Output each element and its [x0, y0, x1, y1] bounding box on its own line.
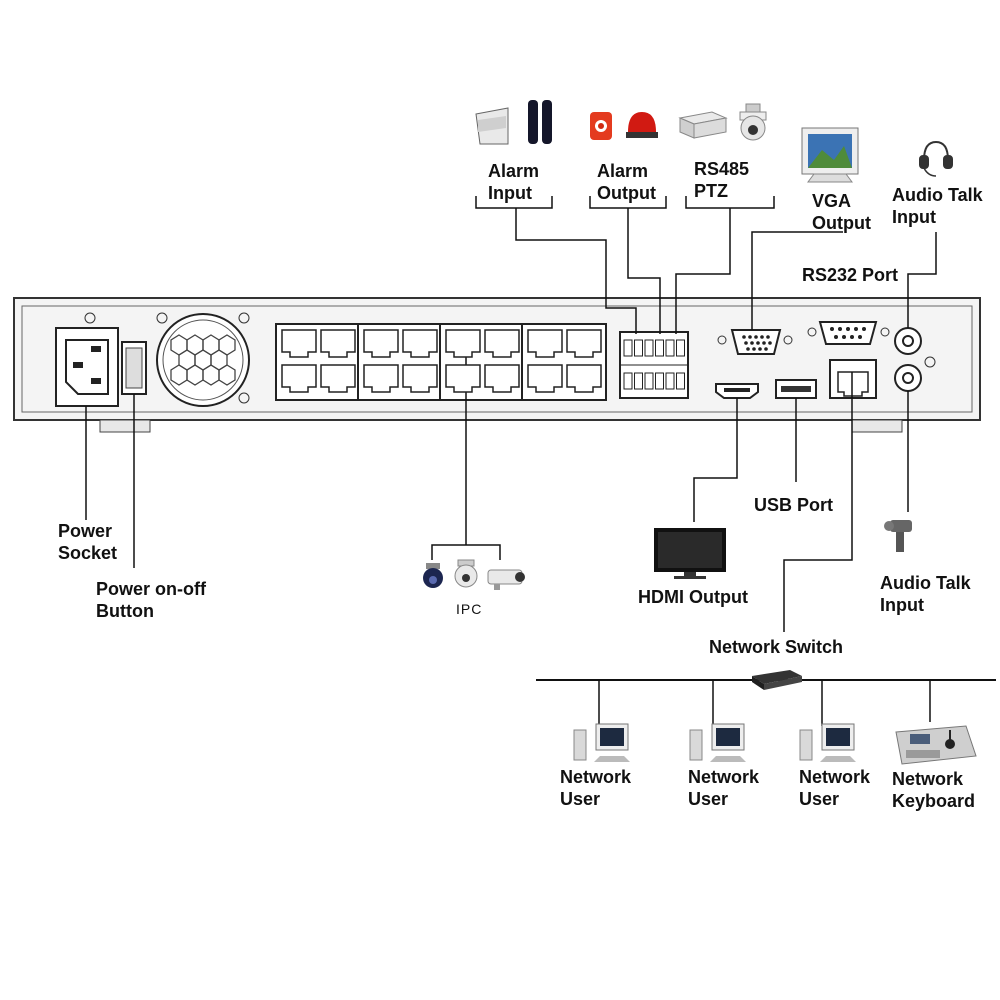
keyboard-controller-icon — [895, 725, 977, 765]
ptz-camera-icon — [454, 559, 478, 588]
siren-icon — [590, 112, 612, 140]
terminal-screw — [676, 339, 685, 357]
terminal-screw — [644, 339, 654, 357]
vga-output-label: VGA Output — [812, 190, 871, 234]
alarm-input-label-line1: Alarm — [488, 161, 540, 181]
network-user-label-3-line2: User — [799, 789, 840, 809]
terminal-screw — [665, 339, 675, 357]
pc-icon — [573, 723, 630, 762]
alarm-lamp-icon — [626, 112, 658, 138]
terminal-screw — [676, 372, 685, 390]
rs485-ptz-label-line1: RS485 — [694, 159, 750, 179]
rj45-port — [281, 364, 317, 393]
rj45-port — [402, 329, 438, 358]
power-button-label-line1: Power on-off — [96, 579, 206, 599]
poe-ports — [281, 329, 602, 393]
usb-port-label: USB Port — [754, 495, 834, 515]
network-user-label-2-line2: User — [688, 789, 729, 809]
ipc-label: IPC — [456, 601, 483, 617]
power-socket — [55, 327, 119, 407]
rj45-port — [527, 364, 563, 393]
power-socket-label-line1: Power — [58, 521, 113, 541]
terminal-screws — [623, 339, 685, 390]
dome-camera-icon — [423, 563, 443, 588]
pir-sensor-icon — [475, 107, 509, 145]
terminal-screw — [665, 372, 675, 390]
pc-icon — [799, 723, 856, 762]
switch-icon — [752, 670, 802, 690]
usb-port — [775, 379, 817, 399]
audio-talk-input-top-label: Audio Talk Input — [892, 184, 983, 228]
rs232-port — [818, 321, 878, 345]
alarm-output-label-line2: Output — [597, 183, 656, 203]
audio-talk-input-bottom-label: Audio Talk Input — [880, 572, 971, 616]
rj45-port — [527, 329, 563, 358]
terminal-screw — [623, 372, 633, 390]
microphone-icon — [884, 520, 912, 552]
rj45-port — [484, 364, 520, 393]
terminal-screw — [634, 372, 643, 390]
beam-detector-icon — [528, 100, 552, 144]
terminal-screw — [634, 339, 643, 357]
speed-dome-icon — [739, 103, 767, 141]
rj45-port — [445, 364, 481, 393]
rs485-ptz-label-line2: PTZ — [694, 181, 728, 201]
network-user-label-3: Network User — [799, 766, 870, 810]
terminal-screw — [644, 372, 654, 390]
vga-port — [730, 329, 782, 355]
network-port — [829, 359, 877, 399]
rs485-ptz-label: RS485 PTZ — [694, 158, 749, 202]
network-user-label-2: Network User — [688, 766, 759, 810]
audio-talk-input-top-label-line2: Input — [892, 207, 936, 227]
rj45-port — [363, 364, 399, 393]
bullet-camera-icon — [487, 569, 525, 590]
rj45-port — [484, 329, 520, 358]
network-user-label-2-line1: Network — [688, 767, 760, 787]
network-keyboard-label: Network Keyboard — [892, 768, 975, 812]
cooling-fan — [156, 313, 250, 407]
vga-output-label-line2: Output — [812, 213, 871, 233]
audio-talk-input-bottom-label-line2: Input — [880, 595, 924, 615]
terminal-screw — [655, 372, 664, 390]
terminal-screw — [655, 339, 664, 357]
alarm-output-label-line1: Alarm — [597, 161, 649, 181]
network-user-label-1: Network User — [560, 766, 631, 810]
rj45-port — [320, 364, 356, 393]
rj45-port — [566, 329, 602, 358]
tv-icon — [654, 528, 726, 579]
network-user-label-1-line2: User — [560, 789, 601, 809]
hdmi-port — [715, 383, 759, 399]
rj45-port — [281, 329, 317, 358]
rj45-port — [402, 364, 438, 393]
power-button-label: Power on-off Button — [96, 578, 206, 622]
alarm-output-label: Alarm Output — [597, 160, 656, 204]
vga-output-label-line1: VGA — [812, 191, 852, 211]
rj45-port — [320, 329, 356, 358]
audio-talk-input-bottom-label-line1: Audio Talk — [880, 573, 971, 593]
alarm-input-label: Alarm Input — [488, 160, 539, 204]
network-user-label-1-line1: Network — [560, 767, 632, 787]
power-socket-label-line2: Socket — [58, 543, 118, 563]
network-keyboard-label-line1: Network — [892, 769, 964, 789]
pc-icon — [689, 723, 746, 762]
rs232-port-label: RS232 Port — [802, 265, 899, 285]
crt-monitor-icon — [801, 127, 859, 183]
hdmi-output-label: HDMI Output — [638, 587, 748, 607]
power-switch — [121, 341, 147, 395]
audio-talk-input-top-label-line1: Audio Talk — [892, 185, 983, 205]
power-button-label-line2: Button — [96, 601, 154, 621]
rj45-port — [566, 364, 602, 393]
rj45-port — [363, 329, 399, 358]
headset-icon — [919, 140, 953, 177]
alarm-input-label-line2: Input — [488, 183, 532, 203]
network-user-label-3-line1: Network — [799, 767, 871, 787]
rj45-port — [445, 329, 481, 358]
network-keyboard-label-line2: Keyboard — [892, 791, 976, 811]
decoder-box-icon — [678, 111, 728, 139]
power-socket-label: Power Socket — [58, 520, 117, 564]
network-switch-label: Network Switch — [709, 637, 844, 657]
terminal-screw — [623, 339, 633, 357]
